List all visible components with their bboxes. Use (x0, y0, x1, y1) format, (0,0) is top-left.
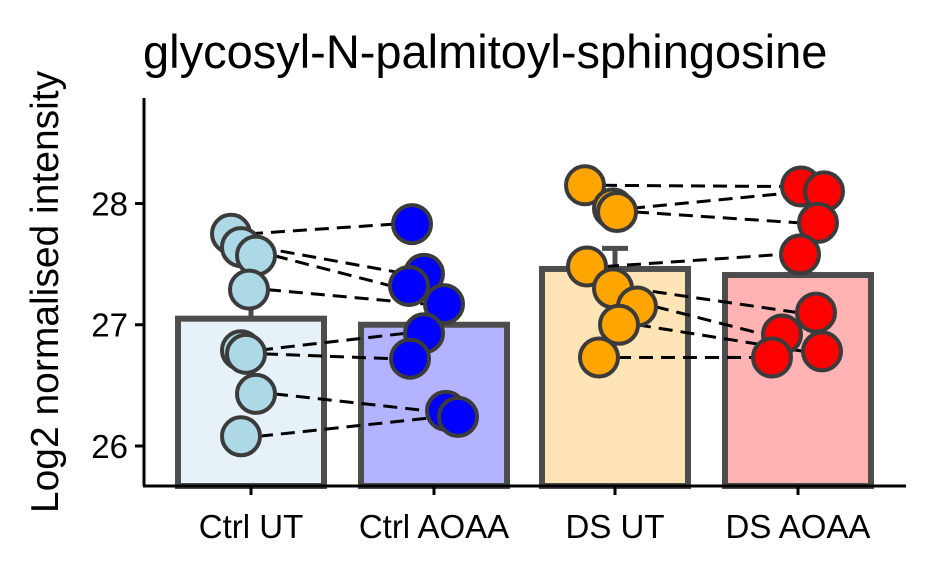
data-point (801, 330, 843, 373)
x-ticks: Ctrl UT Ctrl AOAA DS UT DS AOAA (199, 486, 871, 545)
pair-line (604, 252, 783, 269)
data-point (598, 303, 640, 346)
y-tick-label: 26 (91, 428, 128, 465)
pair-line (258, 331, 407, 352)
data-point (564, 164, 606, 207)
pair-line (258, 245, 407, 276)
pair-line (630, 286, 799, 315)
data-point (578, 336, 620, 379)
x-tick-label: DS UT (566, 508, 665, 545)
data-point (779, 233, 821, 276)
bar (722, 272, 874, 489)
pair-line (248, 222, 395, 236)
pair-line (273, 254, 392, 288)
data-point (225, 332, 267, 375)
x-tick-label: Ctrl UT (199, 508, 303, 545)
pair-line (602, 183, 784, 189)
data-point (391, 203, 433, 246)
data-point (596, 190, 638, 233)
x-tick-label: DS AOAA (726, 508, 871, 545)
data-point (228, 268, 270, 311)
data-point (423, 283, 465, 326)
y-ticks: 26 27 28 (91, 185, 144, 465)
data-point (389, 337, 431, 380)
data-point (437, 395, 479, 438)
data-point (220, 415, 262, 458)
data-point (795, 291, 837, 334)
y-tick-label: 28 (91, 185, 128, 222)
y-tick-label: 27 (91, 307, 128, 344)
data-point (797, 201, 839, 244)
chart-title: glycosyl-N-palmitoyl-sphingosine (143, 25, 827, 78)
points-layer (210, 164, 845, 458)
pair-line (654, 305, 765, 336)
pair-line (630, 189, 807, 210)
y-axis-label: Log2 normalised intensity (24, 70, 67, 513)
pair-line (273, 392, 429, 413)
data-point (235, 234, 277, 277)
x-tick-label: Ctrl AOAA (359, 508, 509, 545)
pair-line (258, 415, 441, 438)
data-point (751, 336, 793, 379)
pair-line (634, 210, 801, 225)
data-point (235, 372, 277, 415)
data-point (388, 264, 430, 307)
